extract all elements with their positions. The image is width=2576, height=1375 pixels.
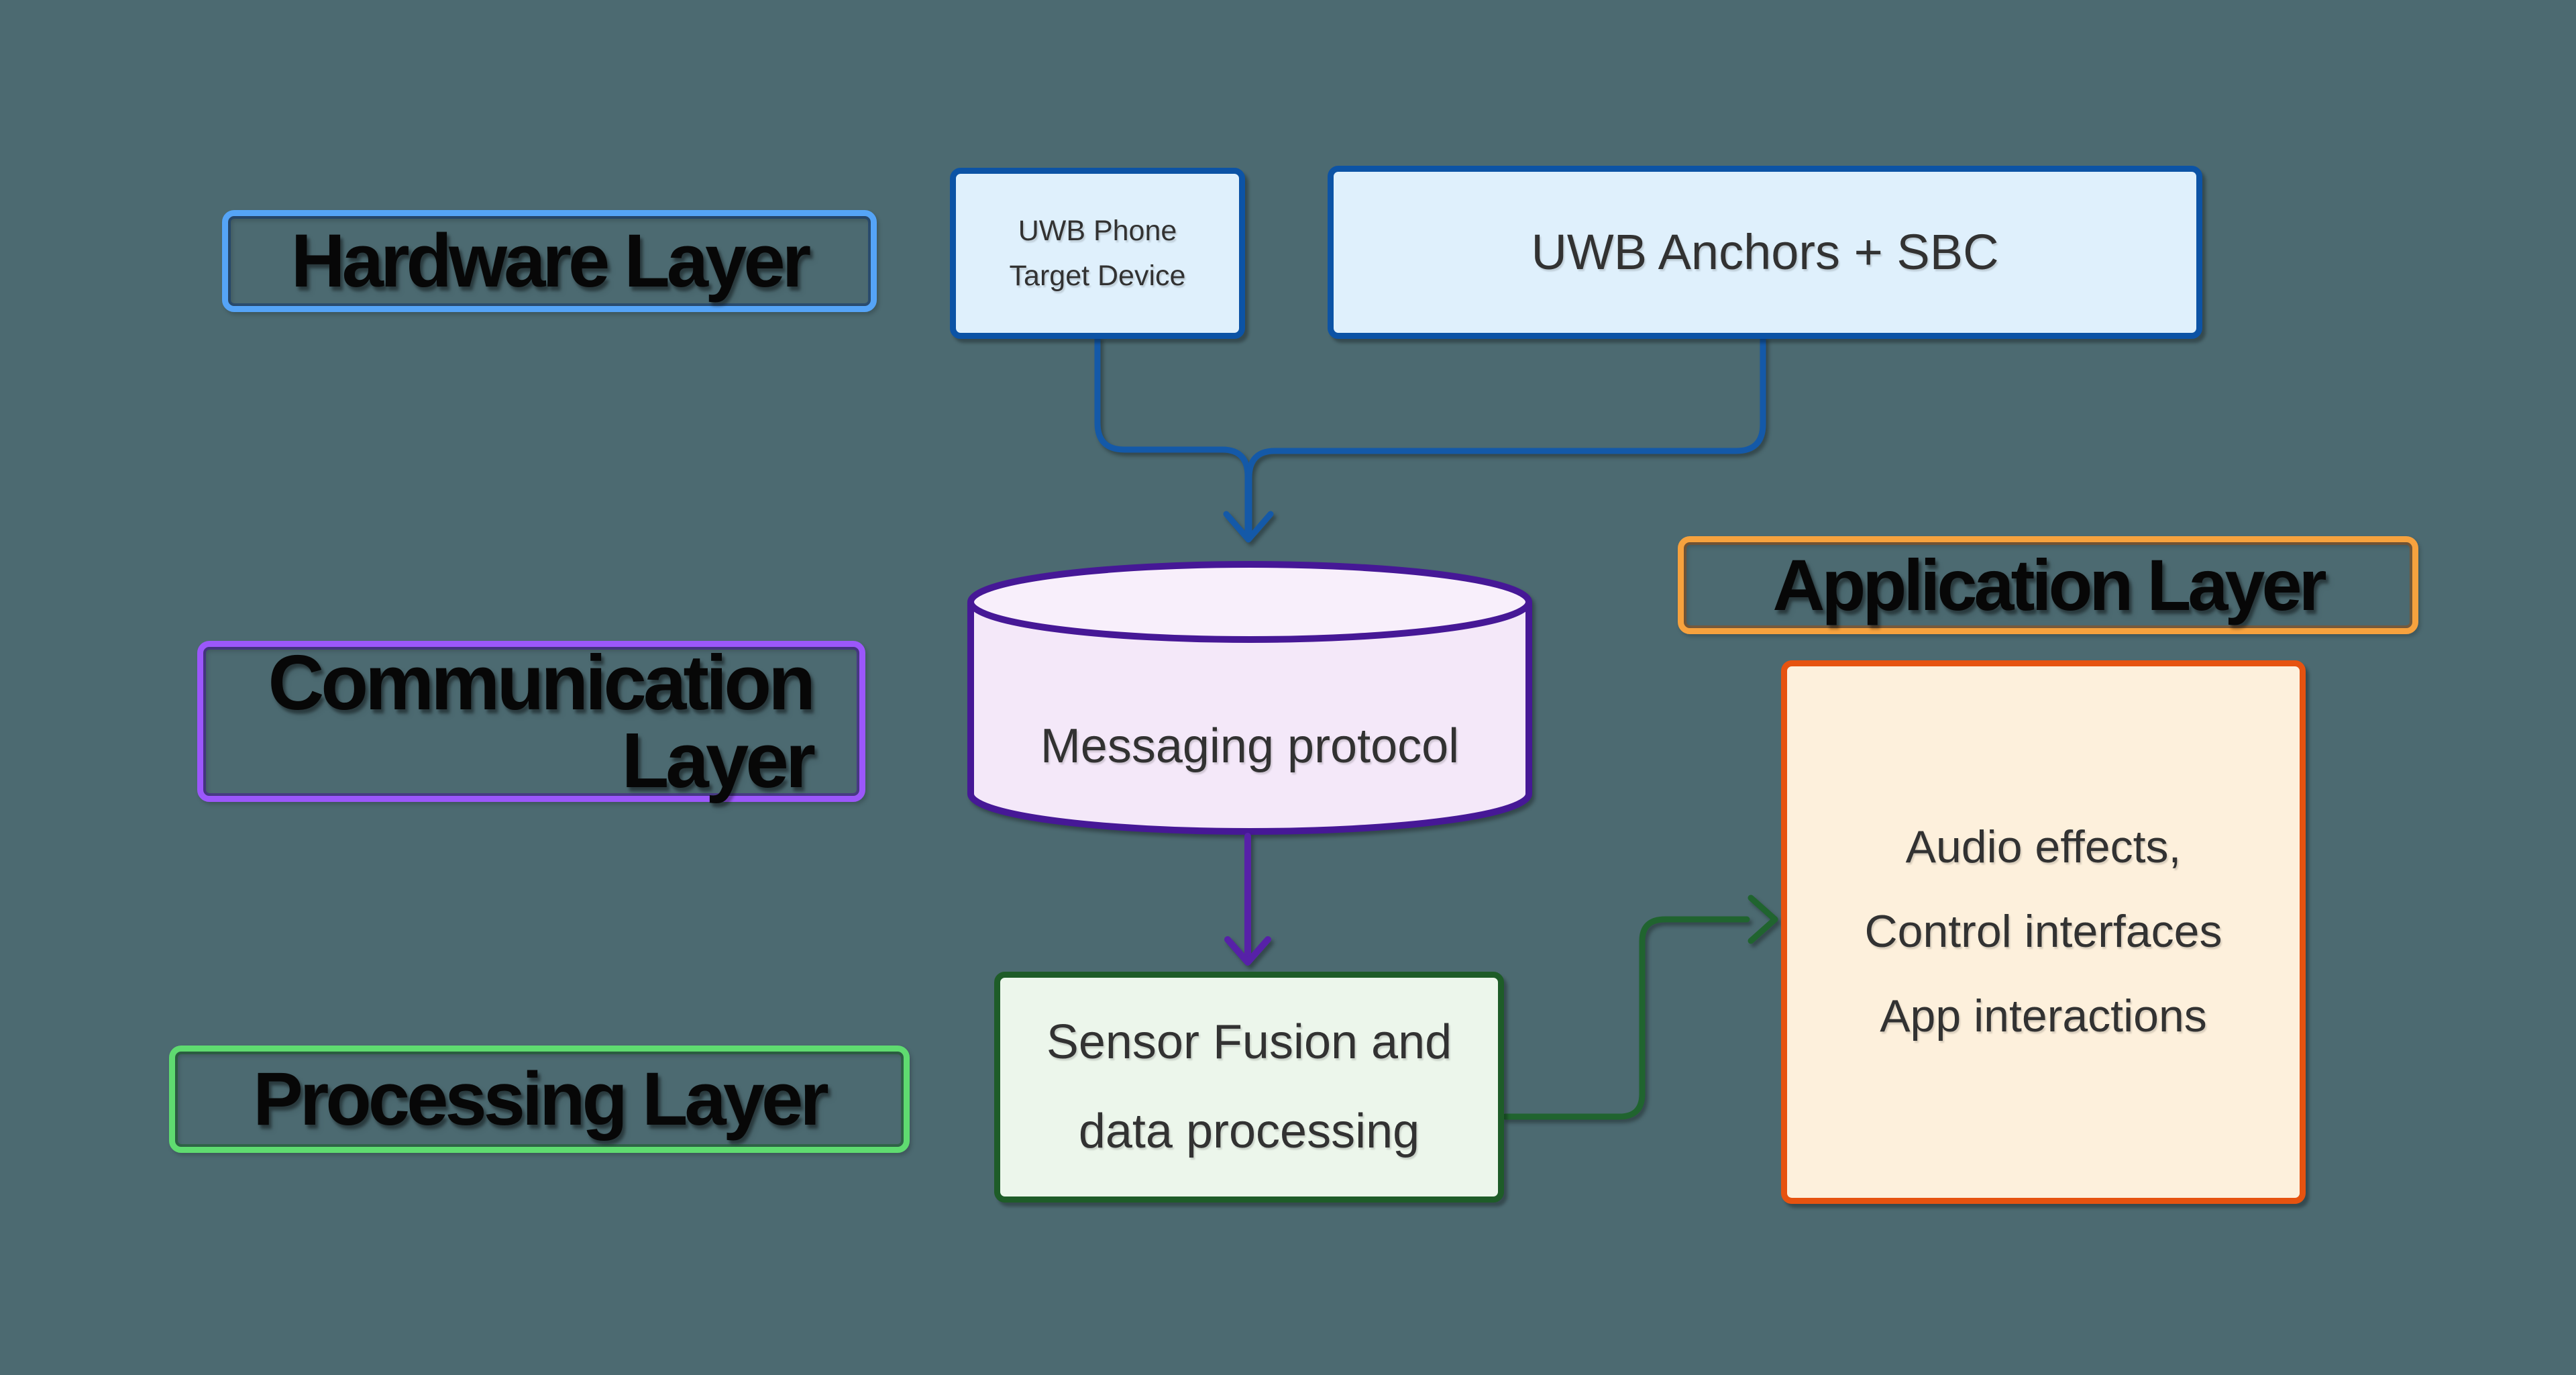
application-outputs-node: Audio effects, Control interfaces App in… — [1781, 660, 2306, 1204]
green-arrow-line — [1502, 916, 1750, 1120]
sensor-fusion-node: Sensor Fusion and data processing — [994, 972, 1504, 1203]
hardware-layer-label-text: Hardware Layer — [290, 219, 811, 303]
messaging-cylinder-shape — [967, 561, 1532, 835]
uwb-phone-line1: UWB Phone — [1018, 214, 1177, 247]
phone-branch-line — [1094, 336, 1251, 540]
application-outputs-line1: Audio effects, — [1905, 821, 2182, 873]
communication-layer-label-line1: Communication — [268, 639, 816, 726]
uwb-anchors-text: UWB Anchors + SBC — [1531, 223, 1999, 280]
messaging-protocol-node-label: Messaging protocol — [971, 718, 1529, 774]
application-layer-label: Application Layer — [1678, 536, 2418, 634]
messaging-protocol-text: Messaging protocol — [1040, 719, 1460, 773]
purple-arrowhead-icon — [1224, 936, 1271, 966]
anchors-branch-line — [1246, 336, 1766, 540]
cylinder-body — [967, 602, 1532, 835]
down-arrowhead-icon — [1223, 511, 1274, 543]
sensor-fusion-line2: data processing — [1078, 1105, 1420, 1158]
hardware-to-messaging-connector — [1094, 336, 1766, 543]
uwb-phone-target-device-node: UWB Phone Target Device — [950, 168, 1245, 339]
application-outputs-line3: App interactions — [1880, 990, 2207, 1041]
processing-layer-label-text: Processing Layer — [253, 1057, 829, 1141]
communication-layer-label-line2: Layer — [621, 717, 816, 804]
sensor-to-application-connector — [1502, 895, 1778, 1120]
uwb-phone-line2: Target Device — [1009, 259, 1186, 292]
application-layer-label-text: Application Layer — [1772, 544, 2326, 625]
hardware-layer-label: Hardware Layer — [222, 210, 877, 312]
application-outputs-line2: Control interfaces — [1864, 906, 2222, 958]
cylinder-top-ellipse — [967, 561, 1532, 643]
messaging-to-sensor-connector — [1224, 833, 1271, 966]
sensor-fusion-line1: Sensor Fusion and — [1046, 1015, 1452, 1069]
communication-layer-label: Communication Layer — [197, 641, 865, 802]
green-arrowhead-icon — [1748, 895, 1778, 944]
uwb-anchors-sbc-node: UWB Anchors + SBC — [1328, 166, 2202, 339]
processing-layer-label: Processing Layer — [169, 1046, 910, 1153]
